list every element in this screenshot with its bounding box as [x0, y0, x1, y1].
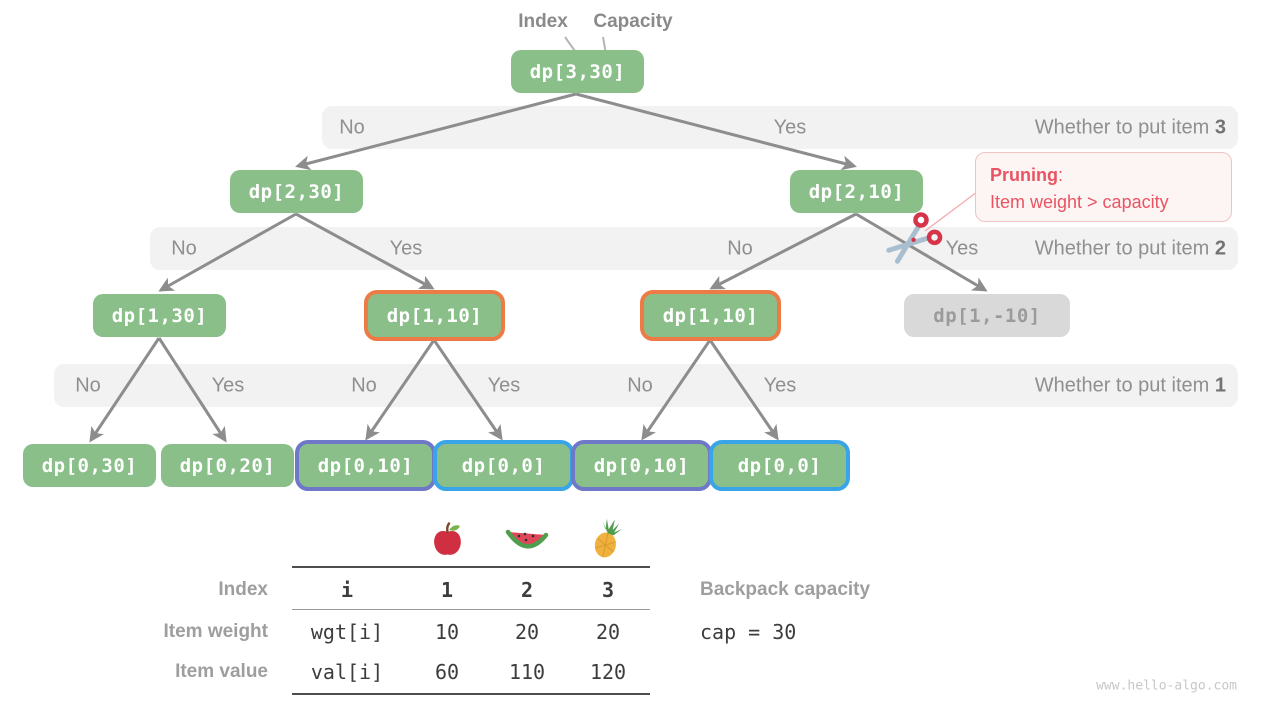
pruning-title-line: Pruning: [990, 162, 1231, 189]
table-rule-top [292, 566, 650, 568]
tree-node: dp[0,20] [161, 444, 294, 487]
pruning-title: Pruning [990, 165, 1058, 185]
table-cell-index-3: 3 [601, 578, 615, 602]
table-cell-val-2: 110 [508, 660, 546, 684]
table-cell-index-1: 1 [440, 578, 454, 602]
watermark: www.hello-algo.com [1096, 678, 1237, 694]
band-answer-no: No [351, 374, 377, 397]
decision-band-item-2: Whether to put item 2 [150, 227, 1238, 270]
table-rule-bottom [292, 693, 650, 695]
band-question-item-number: 1 [1214, 374, 1226, 396]
table-cell-i: i [340, 578, 354, 602]
band-answer-yes: Yes [211, 374, 245, 397]
table-row-label-value: Item value [175, 661, 268, 682]
table-cell-wgt-3: 20 [595, 620, 621, 644]
capacity-axis-label: Capacity [593, 11, 673, 32]
band-answer-no: No [339, 116, 365, 139]
backpack-capacity-code: cap = 30 [700, 620, 797, 644]
table-cell-wgt-2: 20 [514, 620, 540, 644]
table-rule-mid [292, 609, 650, 610]
band-answer-yes: Yes [487, 374, 521, 397]
tree-node-highlighted-blue: dp[0,0] [709, 440, 850, 491]
tree-node-root: dp[3,30] [511, 50, 644, 93]
band-answer-yes: Yes [945, 237, 979, 260]
tree-node: dp[1,30] [93, 294, 226, 337]
tree-node: dp[2,30] [230, 170, 363, 213]
pruning-detail: Item weight > capacity [990, 192, 1169, 212]
band-answer-no: No [727, 237, 753, 260]
table-cell-wgt-1: 10 [434, 620, 460, 644]
pruning-callout: Pruning: Item weight > capacity [975, 152, 1232, 222]
band-question-text: Whether to put item [1034, 116, 1210, 138]
band-answer-yes: Yes [763, 374, 797, 397]
pineapple-icon [594, 518, 623, 558]
band-question-text: Whether to put item [1034, 374, 1210, 396]
band-question-item-2: Whether to put item 2 [1035, 237, 1226, 260]
tree-node-highlighted-purple: dp[0,10] [295, 440, 436, 491]
apple-icon [434, 522, 461, 555]
tree-node-pruned: dp[1,-10] [904, 294, 1070, 337]
band-question-item-3: Whether to put item 3 [1035, 116, 1226, 139]
table-cell-val-3: 120 [589, 660, 627, 684]
pruning-colon: : [1058, 165, 1064, 185]
tree-node-highlighted-purple: dp[0,10] [571, 440, 712, 491]
table-cell-index-2: 2 [520, 578, 534, 602]
band-answer-yes: Yes [773, 116, 807, 139]
tree-node-highlighted-orange: dp[1,10] [640, 290, 781, 341]
band-question-item-number: 3 [1214, 116, 1226, 138]
tree-node: dp[2,10] [790, 170, 923, 213]
table-cell-wgt-code: wgt[i] [310, 620, 384, 644]
band-answer-no: No [627, 374, 653, 397]
index-axis-label: Index [518, 11, 568, 32]
band-question-text: Whether to put item [1034, 237, 1210, 259]
band-answer-yes: Yes [389, 237, 423, 260]
tree-node: dp[0,30] [23, 444, 156, 487]
backpack-capacity-label: Backpack capacity [700, 579, 871, 600]
band-question-item-1: Whether to put item 1 [1035, 374, 1226, 397]
band-question-item-number: 2 [1214, 237, 1226, 259]
pruning-connector-line [924, 191, 978, 232]
table-row-label-weight: Item weight [163, 621, 268, 642]
band-answer-no: No [171, 237, 197, 260]
tree-node-highlighted-orange: dp[1,10] [364, 290, 505, 341]
tree-node-highlighted-blue: dp[0,0] [433, 440, 574, 491]
table-cell-val-1: 60 [434, 660, 460, 684]
watermelon-icon [505, 529, 549, 549]
table-cell-val-code: val[i] [310, 660, 384, 684]
table-row-label-index: Index [218, 579, 268, 600]
band-answer-no: No [75, 374, 101, 397]
